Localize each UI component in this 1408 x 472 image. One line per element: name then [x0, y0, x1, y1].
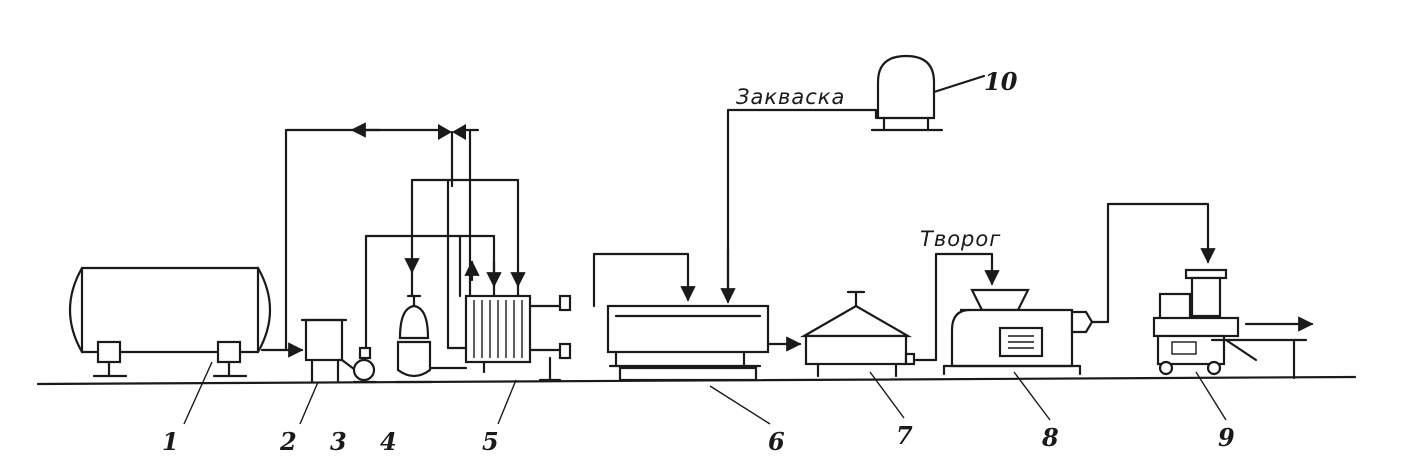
plate-heat-exchanger [464, 294, 572, 382]
number-3: 3 [330, 427, 347, 456]
pipe-to-packer [1090, 202, 1216, 324]
leader-8 [1013, 371, 1051, 421]
number-2: 2 [279, 427, 297, 456]
leader-1 [183, 361, 213, 425]
label-curd: Творог [920, 227, 1001, 251]
number-8: 8 [1041, 423, 1059, 452]
curd-bath [606, 304, 770, 382]
leader-6 [709, 385, 771, 425]
separator [394, 294, 434, 384]
storage-tank [68, 266, 272, 378]
pipe-curd [914, 252, 1000, 362]
number-5: 5 [482, 427, 499, 456]
curd-cooler [942, 288, 1094, 376]
balance-tank [300, 318, 348, 384]
starter-tank [870, 54, 944, 132]
leader-9 [1195, 371, 1227, 421]
pump [352, 346, 378, 384]
pipe-starter [726, 108, 878, 302]
number-4: 4 [380, 427, 397, 456]
number-1: 1 [162, 427, 179, 456]
pipe-to-bath [592, 252, 696, 308]
number-6: 6 [768, 427, 785, 456]
pipe-recirculation [284, 128, 446, 352]
packing-machine [1152, 268, 1308, 380]
number-7: 7 [896, 421, 913, 450]
three-way-valve [438, 124, 466, 148]
number-9: 9 [1218, 423, 1235, 452]
leader-2 [299, 381, 319, 425]
self-press [799, 290, 916, 378]
label-starter: Закваска [736, 85, 845, 109]
number-10: 10 [984, 67, 1018, 96]
leader-5 [497, 379, 517, 425]
pipe-header-upper [410, 178, 520, 298]
leader-10 [932, 74, 986, 94]
leader-7 [869, 371, 905, 419]
